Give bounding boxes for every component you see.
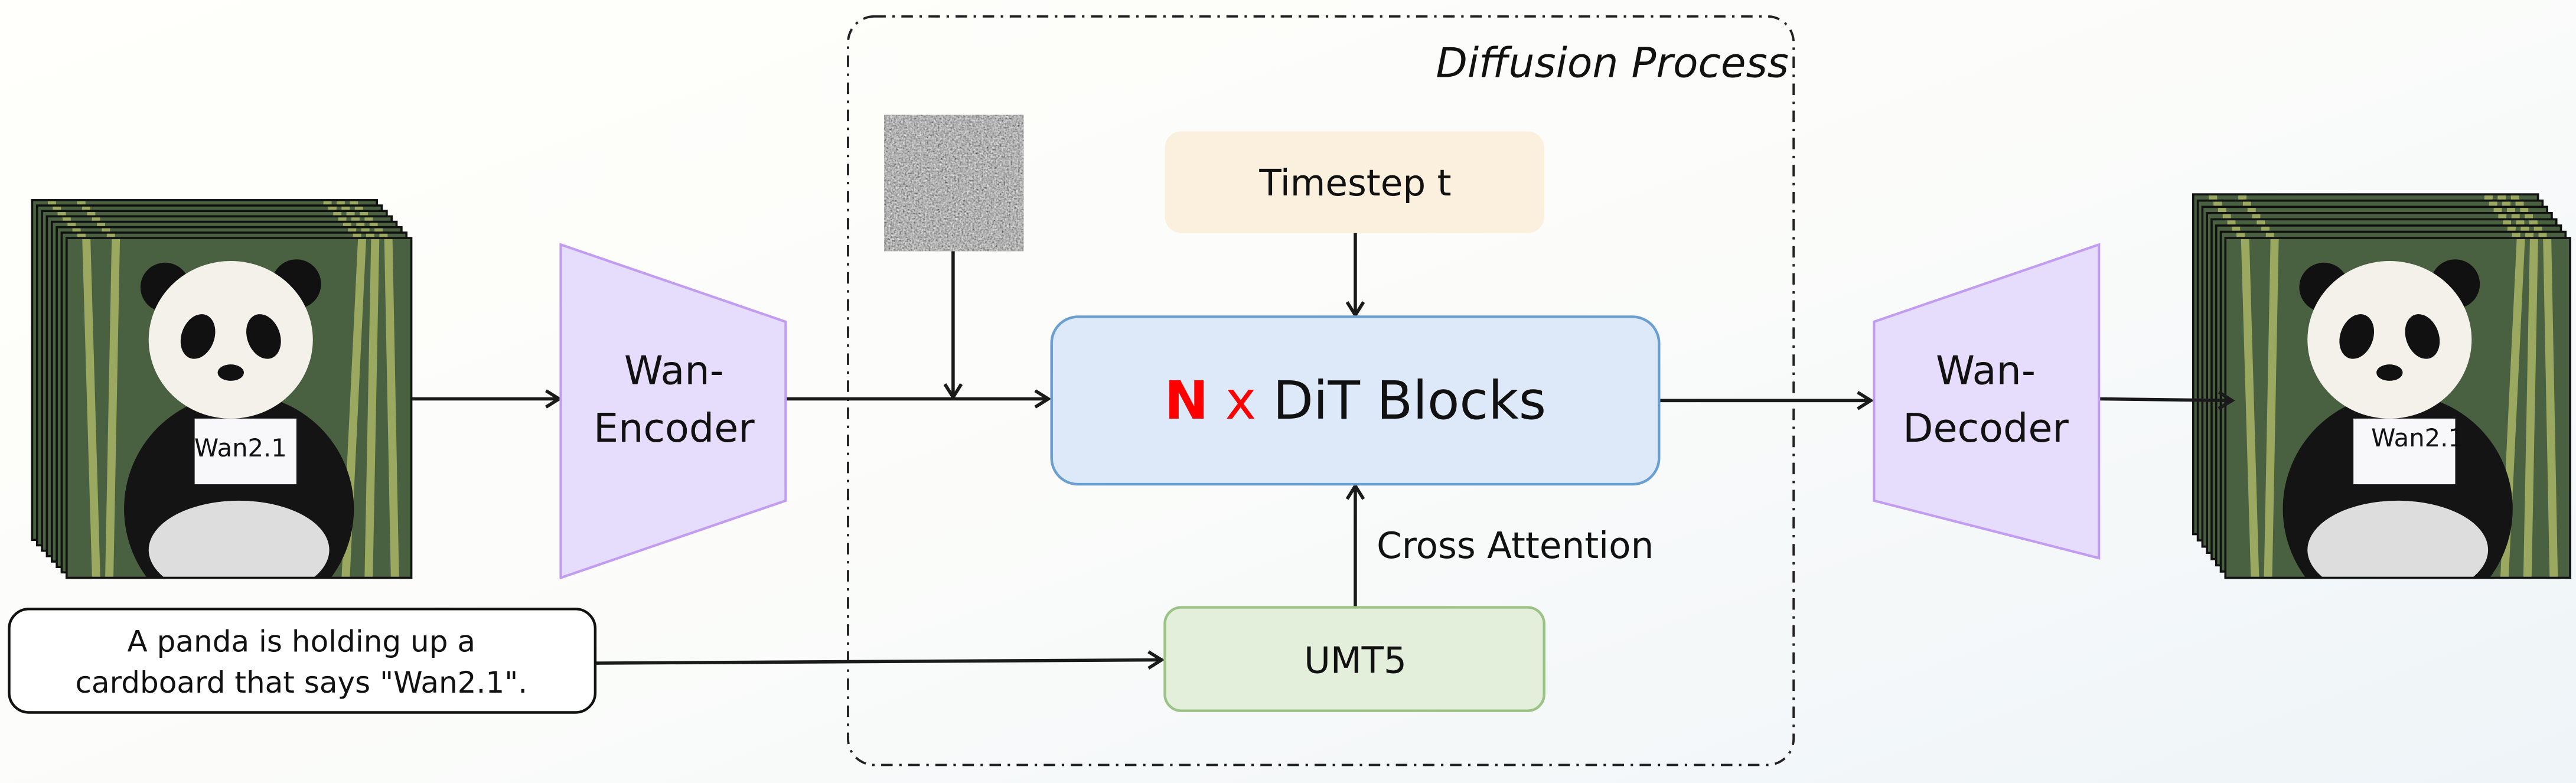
encoder-label-line2: Encoder: [594, 405, 755, 451]
input-video-frame-border: [65, 237, 413, 579]
arrow-prompt-to-umt5: [595, 650, 1165, 670]
wan-decoder-shape: [1873, 243, 2101, 560]
dit-blocks-box: [1050, 315, 1661, 486]
dit-blocks-title: N x DiT Blocks: [1165, 370, 1546, 431]
dit-label: DiT Blocks: [1273, 370, 1546, 431]
dit-n: N: [1165, 370, 1208, 431]
decoder-label-line2: Decoder: [1903, 405, 2069, 451]
timestep-label: Timestep t: [1258, 162, 1451, 204]
timestep-box: [1165, 131, 1544, 233]
diffusion-process-region: [847, 15, 1795, 766]
input-video-frames: [31, 199, 413, 624]
encoder-label-line1: Wan-: [624, 347, 724, 393]
prompt-line1: A panda is holding up a: [128, 625, 476, 659]
arrow-decoder-to-output: [2099, 390, 2235, 410]
decoder-label-line1: Wan-: [1936, 347, 2036, 393]
cross-attention-label: Cross Attention: [1377, 525, 1654, 567]
umt5-label: UMT5: [1304, 640, 1407, 682]
umt5-box: [1163, 606, 1545, 712]
output-video-frames: [2192, 193, 2571, 579]
dit-x: x: [1225, 370, 1257, 431]
output-sign-text: Wan2.1: [2371, 423, 2464, 452]
diffusion-process-label: Diffusion Process: [1436, 40, 1788, 87]
input-sign-text: Wan2.1: [194, 433, 287, 462]
noise-image: [884, 115, 1024, 252]
prompt-box: [8, 608, 597, 714]
wan-encoder-shape: [559, 243, 787, 580]
input-video-frame: [67, 238, 412, 624]
prompt-line2: cardboard that says "Wan2.1".: [75, 665, 527, 700]
